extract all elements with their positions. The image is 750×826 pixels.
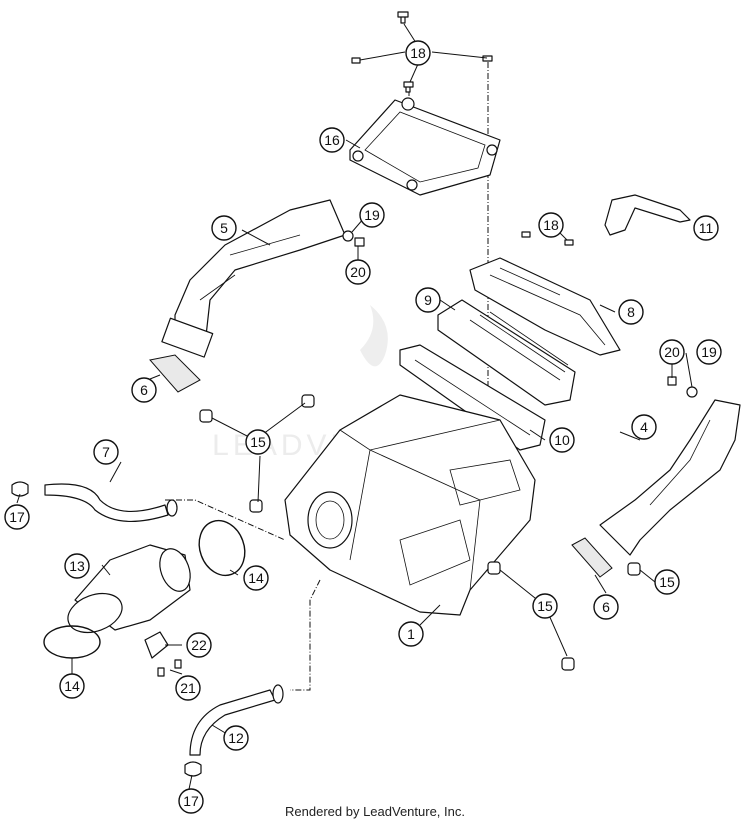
- svg-text:20: 20: [664, 344, 680, 360]
- callout-17-bottom: 17: [178, 788, 204, 814]
- svg-text:21: 21: [180, 680, 196, 696]
- part-11-bracket: [604, 194, 691, 236]
- part-12-hose: [189, 684, 284, 756]
- svg-text:15: 15: [537, 598, 553, 614]
- callout-19-right: 19: [696, 339, 722, 365]
- callout-14-left: 14: [59, 673, 85, 699]
- part-22-sensor: [144, 631, 182, 677]
- part-6-gasket-right: [571, 537, 613, 578]
- screws-18-top: [351, 11, 493, 93]
- callout-1: 1: [398, 621, 424, 647]
- svg-text:19: 19: [701, 344, 717, 360]
- svg-text:14: 14: [64, 678, 80, 694]
- leader-lines: [16, 23, 693, 795]
- footer-credit: Rendered by LeadVenture, Inc.: [285, 804, 465, 819]
- svg-text:7: 7: [102, 444, 110, 460]
- part-7-hose: [44, 483, 178, 523]
- part-15-grommets: [199, 394, 641, 671]
- callout-4: 4: [631, 414, 657, 440]
- svg-text:18: 18: [410, 45, 426, 61]
- callout-22: 22: [186, 632, 212, 658]
- callout-7: 7: [93, 439, 119, 465]
- part-16-lid: [349, 97, 501, 196]
- part-19-20-left: [342, 230, 365, 247]
- svg-text:6: 6: [140, 382, 148, 398]
- svg-text:17: 17: [9, 509, 25, 525]
- svg-text:11: 11: [699, 220, 714, 236]
- part-6-gasket-left: [149, 354, 201, 393]
- svg-text:19: 19: [364, 207, 380, 223]
- svg-text:15: 15: [250, 434, 266, 450]
- callout-20-right: 20: [659, 339, 685, 365]
- callout-18-top: 18: [405, 40, 431, 66]
- callout-18-right: 18: [538, 212, 564, 238]
- part-8-filter-cage: [469, 257, 621, 356]
- callout-12: 12: [223, 725, 249, 751]
- callout-15-lower: 15: [532, 593, 558, 619]
- svg-text:14: 14: [248, 570, 264, 586]
- svg-text:20: 20: [350, 264, 366, 280]
- callout-14-right: 14: [243, 565, 269, 591]
- part-4-duct-right: [599, 399, 741, 556]
- callout-20-left: 20: [345, 259, 371, 285]
- part-10-filter-frame: [399, 344, 546, 451]
- svg-text:10: 10: [554, 432, 570, 448]
- part-17-clamps: [11, 481, 202, 777]
- callout-21: 21: [175, 675, 201, 701]
- svg-text:8: 8: [627, 304, 635, 320]
- callout-13: 13: [64, 553, 90, 579]
- part-19-20-right: [667, 376, 698, 398]
- svg-text:1: 1: [407, 626, 415, 642]
- callout-11: 11: [693, 215, 719, 241]
- svg-text:9: 9: [424, 292, 432, 308]
- callout-19-left: 19: [359, 202, 385, 228]
- svg-text:12: 12: [228, 730, 244, 746]
- callout-5: 5: [211, 215, 237, 241]
- svg-text:16: 16: [324, 132, 340, 148]
- svg-text:15: 15: [659, 574, 675, 590]
- callout-8: 8: [618, 299, 644, 325]
- part-9-air-filter: [437, 299, 576, 406]
- callout-6-right: 6: [593, 594, 619, 620]
- svg-text:17: 17: [183, 793, 199, 809]
- callout-15-center: 15: [245, 429, 271, 455]
- callout-16: 16: [319, 127, 345, 153]
- svg-text:18: 18: [543, 217, 559, 233]
- part-5-intake-duct: [161, 199, 346, 358]
- screws-18-right: [521, 231, 574, 246]
- callout-6-left: 6: [131, 377, 157, 403]
- callout-17-left: 17: [4, 504, 30, 530]
- callout-15-right: 15: [654, 569, 680, 595]
- part-1-filter-box: [284, 394, 536, 616]
- svg-text:5: 5: [220, 220, 228, 236]
- svg-text:4: 4: [640, 419, 648, 435]
- svg-text:13: 13: [69, 558, 85, 574]
- callout-9: 9: [415, 287, 441, 313]
- part-13-intake-boot: [67, 544, 191, 634]
- svg-text:6: 6: [602, 599, 610, 615]
- callout-10: 10: [549, 427, 575, 453]
- svg-text:22: 22: [191, 637, 207, 653]
